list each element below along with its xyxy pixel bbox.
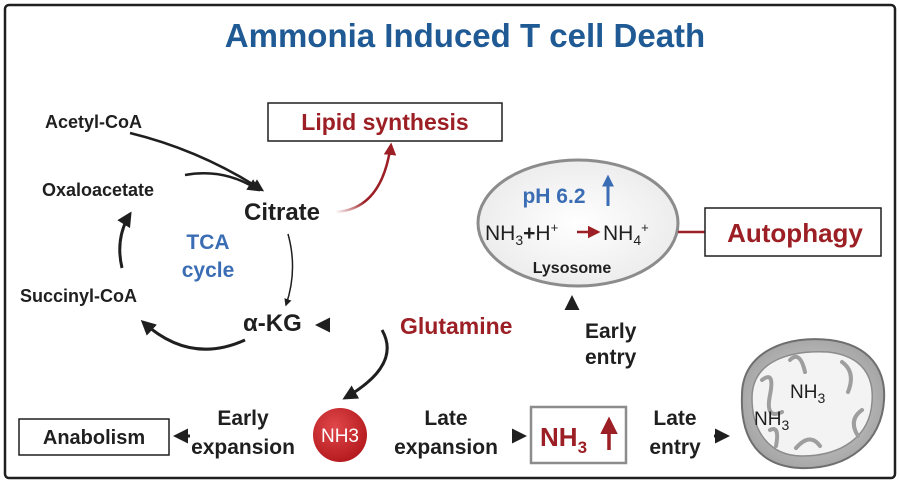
lipid-synthesis-label: Lipid synthesis [301,109,468,135]
arrow-oxaloacetate-to-citrate [184,172,261,192]
tca-label-line2: cycle [182,259,235,282]
nh3-box-label: NH3 [540,422,587,457]
mito-nh3-lower: NH3 [754,409,789,433]
early-expansion-label-line2: expansion [191,436,295,459]
outer-frame [3,3,897,480]
lyso-plus: + [523,222,535,245]
lyso-h-plus: + [551,220,559,235]
autophagy-box [704,207,882,257]
arrow-succinyl-to-oxaloacetate [117,211,132,269]
oxaloacetate-label: Oxaloacetate [42,180,154,200]
lipid-synthesis-box [267,102,503,142]
diagram-title: Ammonia Induced T cell Death [225,17,705,54]
lyso-nh4: NH [603,222,633,245]
lyso-h: H [535,222,550,245]
anabolism-box [18,418,170,456]
early-entry-label-line2: entry [585,346,637,369]
mito-nh3-lower-main: NH [754,409,781,430]
akg-label: α-KG [243,310,302,337]
lyso-nh4-plus: + [641,220,649,235]
mitochondrion-icon: NH3 NH3 [740,338,886,470]
anabolism-label: Anabolism [43,427,145,449]
arrow-glutamine-to-nh3 [342,329,389,400]
citrate-label: Citrate [244,199,320,226]
mito-nh3-upper: NH3 [790,382,825,406]
glutamine-label: Glutamine [400,313,512,339]
lyso-nh3: NH [485,222,515,245]
early-entry-label-line1: Early [585,320,637,343]
nh3-plus-h-reaction: NH3+H+ [485,220,558,248]
nh3-box-main: NH [540,422,578,452]
late-entry-label-line1: Late [653,407,696,430]
arrow-citrate-to-lipid-line [334,149,392,214]
lysosome-label: Lysosome [533,260,612,277]
autophagy-label: Autophagy [727,218,863,248]
mito-nh3-upper-sub: 3 [817,390,825,406]
mito-nh3-lower-sub: 3 [781,417,789,433]
lyso-nh4-sub: 4 [633,232,641,248]
mito-nh3-upper-main: NH [790,382,817,403]
nh4-product: NH4+ [603,220,649,248]
nh3-box-sub: 3 [578,438,587,457]
nh3-circle-label: NH3 [321,426,359,447]
arrow-citrate-to-lipid-head [383,142,397,156]
ph-label: pH 6.2 [522,185,585,208]
early-expansion-label-line1: Early [217,407,269,430]
late-entry-label-line2: entry [649,436,701,459]
tca-label-line1: TCA [186,231,229,254]
acetyl-coa-label: Acetyl-CoA [45,112,142,132]
arrow-citrate-to-akg [284,233,294,307]
arrow-akg-to-succinyl [140,319,246,351]
succinyl-coa-label: Succinyl-CoA [20,286,137,306]
lysosome-ellipse [476,158,680,288]
late-expansion-label-line1: Late [424,407,467,430]
late-expansion-label-line2: expansion [394,436,498,459]
lyso-nh3-sub: 3 [515,232,523,248]
nh3-circle [313,408,367,462]
